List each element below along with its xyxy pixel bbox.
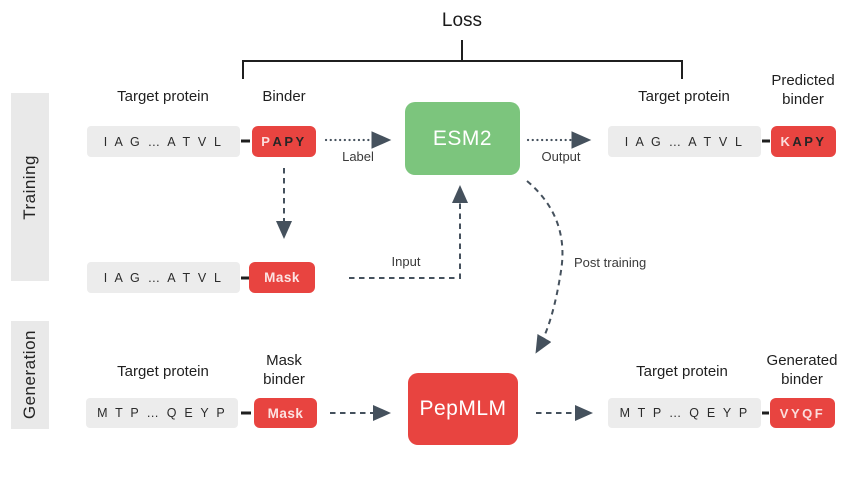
binder-letter: V — [779, 405, 791, 421]
generated-binder-label: Generated binder — [766, 352, 838, 388]
label-arrow-caption: Label — [342, 149, 374, 164]
generation-section-label: Generation — [11, 321, 49, 429]
binder-letter: Y — [815, 134, 827, 149]
generation-output-sequence-box: M T P … Q E Y P — [608, 398, 761, 428]
binder-label: Binder — [262, 88, 306, 105]
generation-output-target-protein-label: Target protein — [636, 363, 728, 380]
training-output-sequence: I A G … A T V L — [624, 134, 745, 149]
mask-chip-text: Mask — [264, 270, 300, 285]
binder-letter: A — [792, 134, 805, 149]
binder-letter: Y — [790, 405, 803, 421]
post-training-caption: Post training — [574, 255, 647, 270]
binder-letter: Y — [295, 134, 307, 149]
training-output-target-protein-label: Target protein — [638, 88, 730, 105]
binder-letter: A — [272, 134, 285, 149]
binder-letter: P — [261, 134, 273, 149]
training-section-text: Training — [20, 154, 39, 220]
binder-letter: P — [284, 134, 296, 149]
output-arrow-caption: Output — [541, 149, 581, 164]
connector-dashes — [241, 139, 770, 415]
masked-input-sequence-box: I A G … A T V L — [87, 262, 240, 293]
generation-section-text: Generation — [20, 330, 39, 420]
masked-input-sequence: I A G … A T V L — [103, 270, 224, 285]
binder-letter: K — [780, 134, 793, 149]
post-training-arrow — [526, 180, 564, 354]
input-arrow-caption: Input — [391, 254, 421, 269]
training-input-sequence-box: I A G … A T V L — [87, 126, 240, 157]
pepmlm-model-name: PepMLM — [419, 397, 507, 420]
training-input-sequence: I A G … A T V L — [103, 134, 224, 149]
esm2-model-name: ESM2 — [432, 126, 493, 150]
training-target-protein-label: Target protein — [117, 88, 209, 105]
predicted-binder-label: Predicted binder — [771, 72, 835, 108]
binder-letter: P — [804, 134, 816, 149]
loss-bracket — [242, 40, 683, 79]
esm2-model-box: ESM2 — [405, 102, 520, 175]
training-output-sequence-box: I A G … A T V L — [608, 126, 761, 157]
generation-mask-chip: Mask — [254, 398, 317, 428]
binder-letter: F — [814, 405, 826, 421]
generation-output-sequence: M T P … Q E Y P — [619, 406, 750, 420]
pepmlm-model-box: PepMLM — [408, 373, 518, 445]
mask-chip-text: Mask — [267, 405, 304, 421]
training-section-label: Training — [11, 93, 49, 281]
input-arrow — [349, 185, 468, 279]
binder-letter: Q — [802, 405, 815, 421]
generation-target-protein-label: Target protein — [117, 363, 209, 380]
mask-binder-label: Mask binder — [263, 352, 305, 388]
loss-label: Loss — [441, 10, 483, 31]
generation-input-sequence: M T P … Q E Y P — [97, 406, 227, 420]
training-mask-chip: Mask — [249, 262, 315, 293]
generation-input-sequence-box: M T P … Q E Y P — [86, 398, 238, 428]
